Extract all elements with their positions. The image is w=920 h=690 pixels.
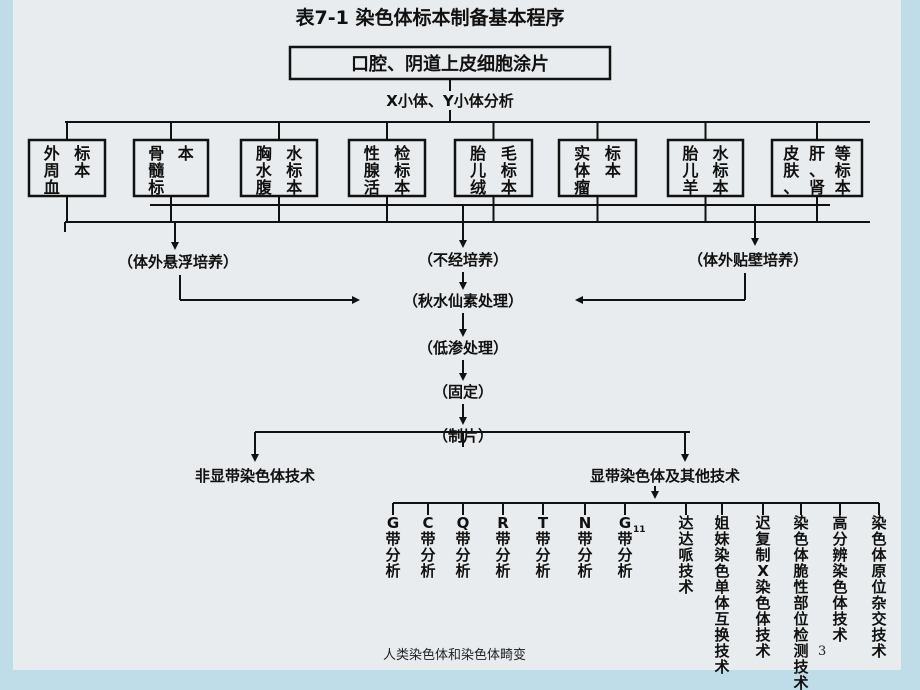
arrow-to-fixation — [459, 373, 467, 381]
specimen-label: 骨髓标本 — [147, 144, 194, 197]
specimen-box: 胎儿羊水标本 — [666, 138, 745, 198]
specimen-label: 胸水腹水标本 — [256, 144, 303, 197]
arrow-to-slide-making — [459, 417, 467, 425]
suspension-culture-label: （体外悬浮培养） — [118, 253, 238, 271]
specimen-label: 胎儿绒毛标本 — [469, 144, 517, 197]
specimen-box-frame — [770, 138, 864, 198]
technique-label: 姐妹染色单体互换技术 — [713, 514, 730, 676]
specimen-box: 外周血标本 — [27, 138, 107, 198]
no-culture-label: （不经培养） — [418, 251, 508, 269]
specimen-box: 胸水腹水标本 — [239, 138, 319, 198]
step-slide-making: （制片） — [433, 427, 493, 445]
specimen-box-frame — [557, 138, 638, 198]
specimen-label: 外周血标本 — [43, 144, 90, 197]
page-number: 3 — [818, 644, 827, 659]
specimen-label: 实体瘤标本 — [574, 144, 621, 197]
arrow-to-hypotonic — [459, 329, 467, 337]
specimen-box: 皮肤、肝、肾等标本 — [770, 138, 864, 198]
step-hypotonic: （低渗处理） — [418, 339, 508, 357]
specimen-label: 皮肤、肝、肾等标本 — [782, 144, 850, 197]
specimen-box-frame — [347, 138, 427, 198]
footer-caption: 人类染色体和染色体畸变 — [383, 648, 527, 663]
banding-technique-label: 显带染色体及其他技术 — [590, 467, 740, 485]
diagram-title: 表7-1 染色体标本制备基本程序 — [296, 6, 565, 29]
arrow-to-banding — [681, 454, 689, 462]
specimen-box: 性腺活检标本 — [347, 138, 427, 198]
arrow-to-no-culture — [459, 240, 467, 248]
adherent-culture-label: （体外贴壁培养） — [688, 251, 808, 269]
scanned-page — [13, 0, 901, 670]
arrow-suspension-colchicine — [352, 296, 360, 304]
xy-analysis-label: X小体、Y小体分析 — [386, 92, 513, 110]
specimen-box-frame — [239, 138, 319, 198]
specimen-box-frame — [27, 138, 107, 198]
technique-label: 染色体原位杂交技术 — [870, 514, 887, 660]
step-colchicine: （秋水仙素处理） — [403, 292, 523, 310]
specimen-box: 骨髓标本 — [132, 138, 210, 198]
specimen-box: 实体瘤标本 — [557, 138, 638, 198]
technique-label: 达达哌技术 — [678, 514, 694, 596]
specimen-label: 性腺活检标本 — [364, 144, 410, 197]
specimen-box-frame — [666, 138, 745, 198]
specimen-box: 胎儿绒毛标本 — [453, 138, 534, 198]
slide-footer: 人类染色体和染色体畸变 3 — [0, 644, 920, 666]
arrow-to-suspension — [171, 242, 179, 250]
arrow-adherent-colchicine — [575, 296, 583, 304]
top-box-label: 口腔、阴道上皮细胞涂片 — [351, 53, 549, 75]
specimen-box-frame — [453, 138, 534, 198]
technique-label: 高分辨染色体技术 — [831, 514, 848, 644]
non-banding-technique-label: 非显带染色体技术 — [195, 467, 315, 485]
step-fixation: （固定） — [433, 383, 493, 401]
arrow-no-culture-colchicine — [459, 282, 467, 290]
specimen-label: 胎儿羊水标本 — [681, 144, 729, 197]
arrow-to-adherent — [751, 238, 759, 246]
arrow-to-non-banding — [251, 454, 259, 462]
arrow-to-techniques — [651, 491, 659, 499]
technique-label: 染色体脆性部位检测技术 — [792, 514, 809, 690]
specimen-box-frame — [132, 138, 210, 198]
top-box — [288, 45, 612, 81]
